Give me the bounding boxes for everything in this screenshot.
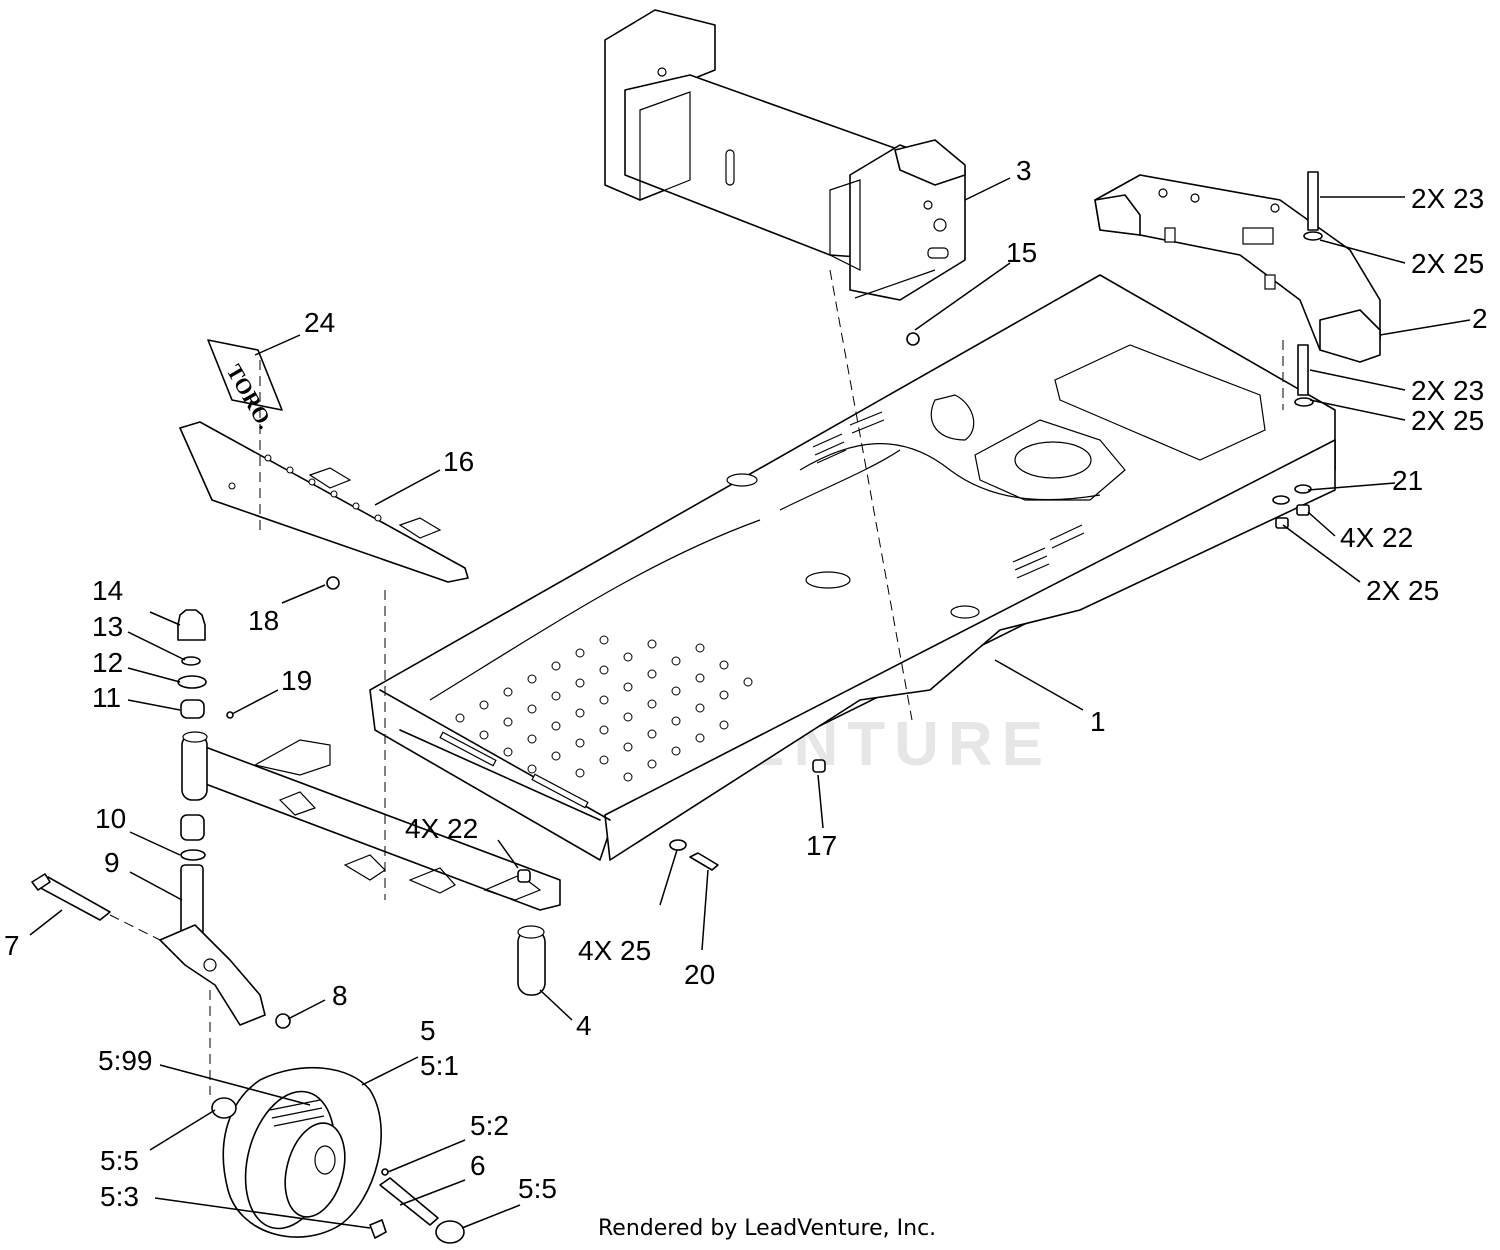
callout-13: 13 [92, 611, 123, 642]
callout-11: 11 [92, 682, 121, 713]
bolt-part [31, 873, 111, 921]
callout-14: 14 [92, 575, 123, 606]
callout-21: 21 [1392, 465, 1423, 496]
assembly-lines [109, 269, 1284, 1095]
callout-18: 18 [248, 605, 279, 636]
callout-6: 6 [470, 1150, 486, 1181]
callout-17: 17 [806, 830, 837, 861]
callout-4x-22-right: 4X 22 [1340, 522, 1413, 553]
callout-5-5-right: 5:5 [518, 1173, 557, 1204]
leader-lines [29, 177, 1471, 1229]
callout-4x-22-left: 4X 22 [405, 813, 478, 844]
callout-5-99: 5:99 [98, 1045, 153, 1076]
callout-2x-23-top: 2X 23 [1411, 183, 1484, 214]
callout-1: 1 [1090, 706, 1106, 737]
caster-fork-part [159, 864, 266, 1026]
hardware-parts [226, 171, 1323, 1029]
callout-2x-25-low: 2X 25 [1366, 575, 1439, 606]
front-axle-part [181, 731, 561, 996]
callout-labels: 1 2 3 4 5 5:1 5:2 5:3 5:5 5:5 5:99 6 7 8… [4, 155, 1488, 1212]
callout-15: 15 [1006, 237, 1037, 268]
callout-12: 12 [92, 647, 123, 678]
callout-2: 2 [1472, 303, 1488, 334]
callout-2x-25-mid: 2X 25 [1411, 405, 1484, 436]
callout-3: 3 [1016, 155, 1032, 186]
callout-4: 4 [576, 1010, 592, 1041]
render-credit: Rendered by LeadVenture, Inc. [598, 1216, 936, 1241]
callout-2x-25-top: 2X 25 [1411, 248, 1484, 279]
callout-5-1: 5:1 [420, 1050, 459, 1081]
caster-wheel-part [211, 1066, 465, 1244]
callout-5-5-left: 5:5 [100, 1145, 139, 1176]
callout-24: 24 [304, 307, 335, 338]
front-shield-part [179, 421, 469, 583]
callout-19: 19 [281, 665, 312, 696]
callout-7: 7 [4, 930, 20, 961]
callout-5-2: 5:2 [470, 1110, 509, 1141]
callout-10: 10 [95, 803, 126, 834]
caster-stack-part [177, 609, 207, 861]
callout-8: 8 [332, 980, 348, 1011]
toro-decal-part: TORO. [207, 339, 283, 433]
upper-bracket-part [604, 9, 966, 301]
callout-16: 16 [443, 446, 474, 477]
callout-4x-25-left: 4X 25 [578, 935, 651, 966]
main-frame-part [369, 274, 1336, 861]
callout-2x-23-mid: 2X 23 [1411, 375, 1484, 406]
callout-20: 20 [684, 959, 715, 990]
callout-5-3: 5:3 [100, 1181, 139, 1212]
callout-9: 9 [104, 847, 120, 878]
callout-5: 5 [420, 1015, 436, 1046]
